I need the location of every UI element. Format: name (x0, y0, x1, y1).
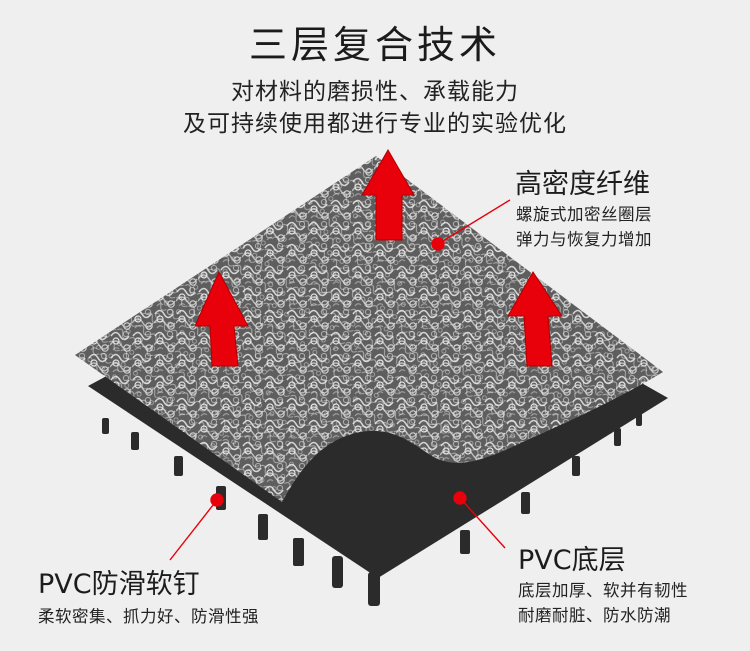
pvc-studs (102, 412, 642, 606)
fiber-layer-desc-1: 螺旋式加密丝圈层 (516, 205, 652, 224)
studs-layer-desc-1: 柔软密集、抓力好、防滑性强 (38, 607, 259, 626)
base-layer-title: PVC底层 (518, 545, 626, 576)
studs-layer-title: PVC防滑软钉 (38, 569, 200, 600)
red-arrow-icon (361, 149, 415, 241)
subtitle-line-2: 及可持续使用都进行专业的实验优化 (183, 111, 567, 137)
subtitle-line-1: 对材料的磨损性、承载能力 (231, 79, 519, 105)
fiber-layer-title: 高密度纤维 (515, 169, 650, 200)
base-layer-desc-2: 耐磨耐脏、防水防潮 (518, 606, 671, 625)
fiber-callout-marker (431, 199, 511, 251)
red-arrow-icon (194, 270, 249, 367)
fiber-layer-desc-2: 弹力与恢复力增加 (516, 230, 652, 249)
page-title: 三层复合技术 (248, 23, 501, 67)
base-layer-desc-1: 底层加厚、软并有韧性 (518, 581, 688, 600)
base-callout-marker (453, 491, 506, 549)
red-arrow-icon (507, 271, 563, 367)
studs-callout-marker (169, 493, 224, 561)
